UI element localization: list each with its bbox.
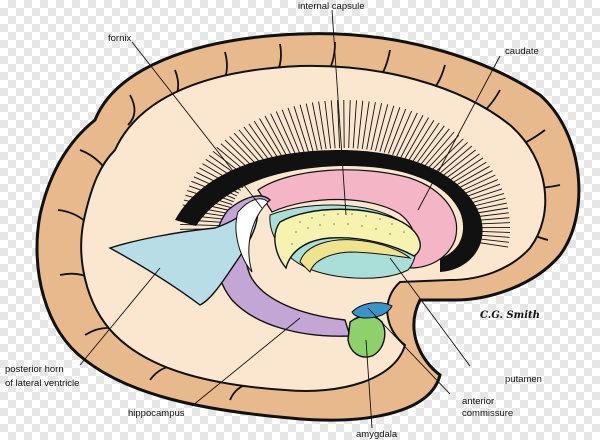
- fiber-stroke: [264, 115, 289, 159]
- label-anterior-commissure-line2: commissure: [462, 408, 513, 419]
- fiber-stroke: [375, 104, 389, 151]
- fiber-stroke: [299, 104, 314, 152]
- fiber-stroke: [248, 123, 277, 164]
- fiber-stroke: [429, 138, 464, 173]
- fiber-stroke: [438, 149, 476, 180]
- label-putamen: putamen: [505, 374, 542, 385]
- label-internal-capsule: internal capsule: [298, 1, 365, 12]
- fiber-stroke: [352, 100, 357, 149]
- putamen: [274, 208, 421, 270]
- fiber-stroke: [357, 100, 364, 149]
- fiber-stroke: [426, 134, 460, 171]
- fiber-stroke: [422, 131, 455, 169]
- artist-signature: C.G. Smith: [480, 310, 540, 321]
- fiber-stroke: [324, 100, 332, 149]
- fiber-stroke: [270, 113, 293, 157]
- leader-lines: [79, 9, 501, 429]
- fiber-stroke: [259, 118, 285, 160]
- fiber-stroke: [404, 117, 429, 160]
- fiber-stroke: [348, 100, 351, 149]
- fiber-stroke: [408, 119, 435, 161]
- fiber-stroke: [415, 125, 445, 165]
- fiber-stroke: [435, 145, 473, 178]
- fiber-stroke: [366, 102, 376, 150]
- label-posterior-horn-line2: of lateral ventricle: [5, 378, 79, 389]
- structure-labels: internal capsule fornix caudate posterio…: [5, 1, 542, 440]
- caudate-nucleus: [257, 169, 457, 269]
- hippocampus: [214, 195, 351, 337]
- label-anterior-commissure-line1: anterior: [462, 396, 494, 407]
- fiber-stroke: [379, 105, 395, 152]
- fiber-stroke: [400, 114, 424, 158]
- fiber-stroke: [370, 103, 383, 151]
- label-fornix: fornix: [108, 33, 131, 44]
- fiber-stroke: [305, 103, 318, 151]
- fiber-stroke: [361, 101, 370, 149]
- fiber-stroke: [253, 120, 281, 162]
- fiber-stroke: [392, 110, 413, 155]
- fiber-stroke: [318, 101, 327, 150]
- fiber-stroke: [311, 102, 323, 150]
- label-amygdala: amygdala: [356, 429, 398, 440]
- fiber-stroke: [387, 108, 407, 154]
- fiber-stroke: [383, 107, 401, 153]
- fiber-stroke: [411, 122, 440, 163]
- label-hippocampus: hippocampus: [128, 408, 185, 419]
- fiber-stroke: [396, 112, 418, 157]
- anterior-commissure: [351, 302, 393, 319]
- label-caudate: caudate: [505, 46, 539, 57]
- label-posterior-horn-line1: posterior horn: [5, 364, 64, 375]
- fiber-stroke: [275, 111, 297, 156]
- posterior-horn-ventricle: [108, 202, 259, 306]
- stria-band: [299, 239, 412, 273]
- fiber-stroke: [432, 142, 468, 175]
- fiber-stroke: [293, 106, 309, 153]
- fiber-stroke: [337, 100, 341, 149]
- putamen-stipple: [291, 213, 405, 245]
- fiber-stroke: [281, 109, 301, 155]
- fimbria: [235, 198, 269, 273]
- fiber-stroke: [419, 128, 450, 167]
- fiber-stroke: [330, 100, 336, 149]
- fiber-stroke: [287, 107, 305, 154]
- corpus-callosum: [175, 150, 483, 272]
